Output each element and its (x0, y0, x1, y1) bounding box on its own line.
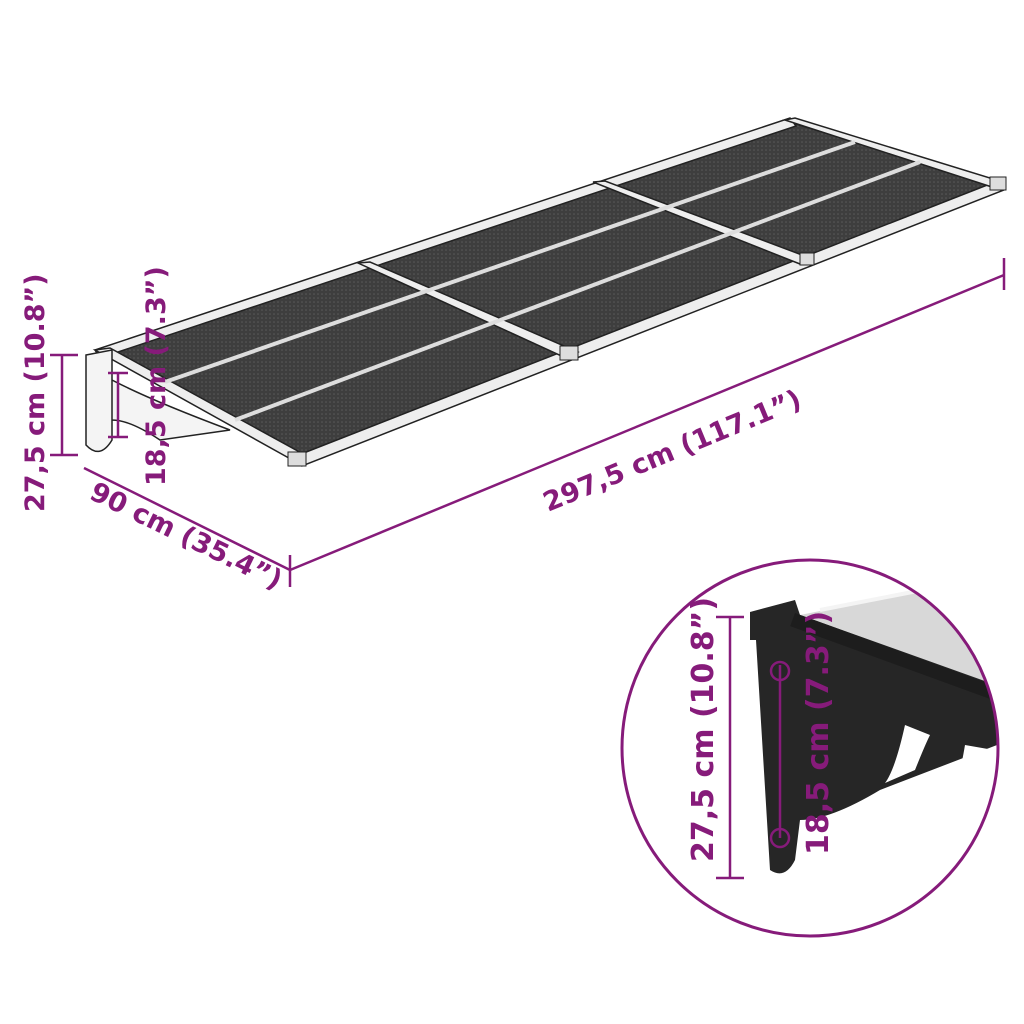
bracket-detail-inset: 27,5 cm (10.8”) 18,5 cm (7.3”) (620, 558, 1000, 938)
bracket-hole (955, 745, 998, 785)
panel-rib (164, 140, 856, 384)
hole-spacing-label: 18,5 cm (7.3”) (141, 266, 172, 486)
inset-hole-spacing-label: 18,5 cm (7.3”) (801, 611, 836, 855)
bracket-hole (885, 725, 930, 783)
panel-rib (234, 160, 921, 422)
inset-bracket-height-label: 27,5 cm (10.8”) (686, 597, 721, 862)
bracket-height-label: 27,5 cm (10.8”) (20, 273, 51, 512)
end-cap (559, 345, 579, 361)
canopy (85, 117, 1007, 467)
end-cap (287, 451, 307, 467)
depth-label: 90 cm (35.4”) (85, 476, 287, 596)
dimension-lines (50, 258, 1006, 587)
canopy-panel (97, 120, 1004, 462)
end-cap (989, 176, 1007, 191)
inset-circle (620, 558, 1000, 938)
bracket-outline (85, 349, 231, 453)
end-cap (799, 252, 815, 266)
